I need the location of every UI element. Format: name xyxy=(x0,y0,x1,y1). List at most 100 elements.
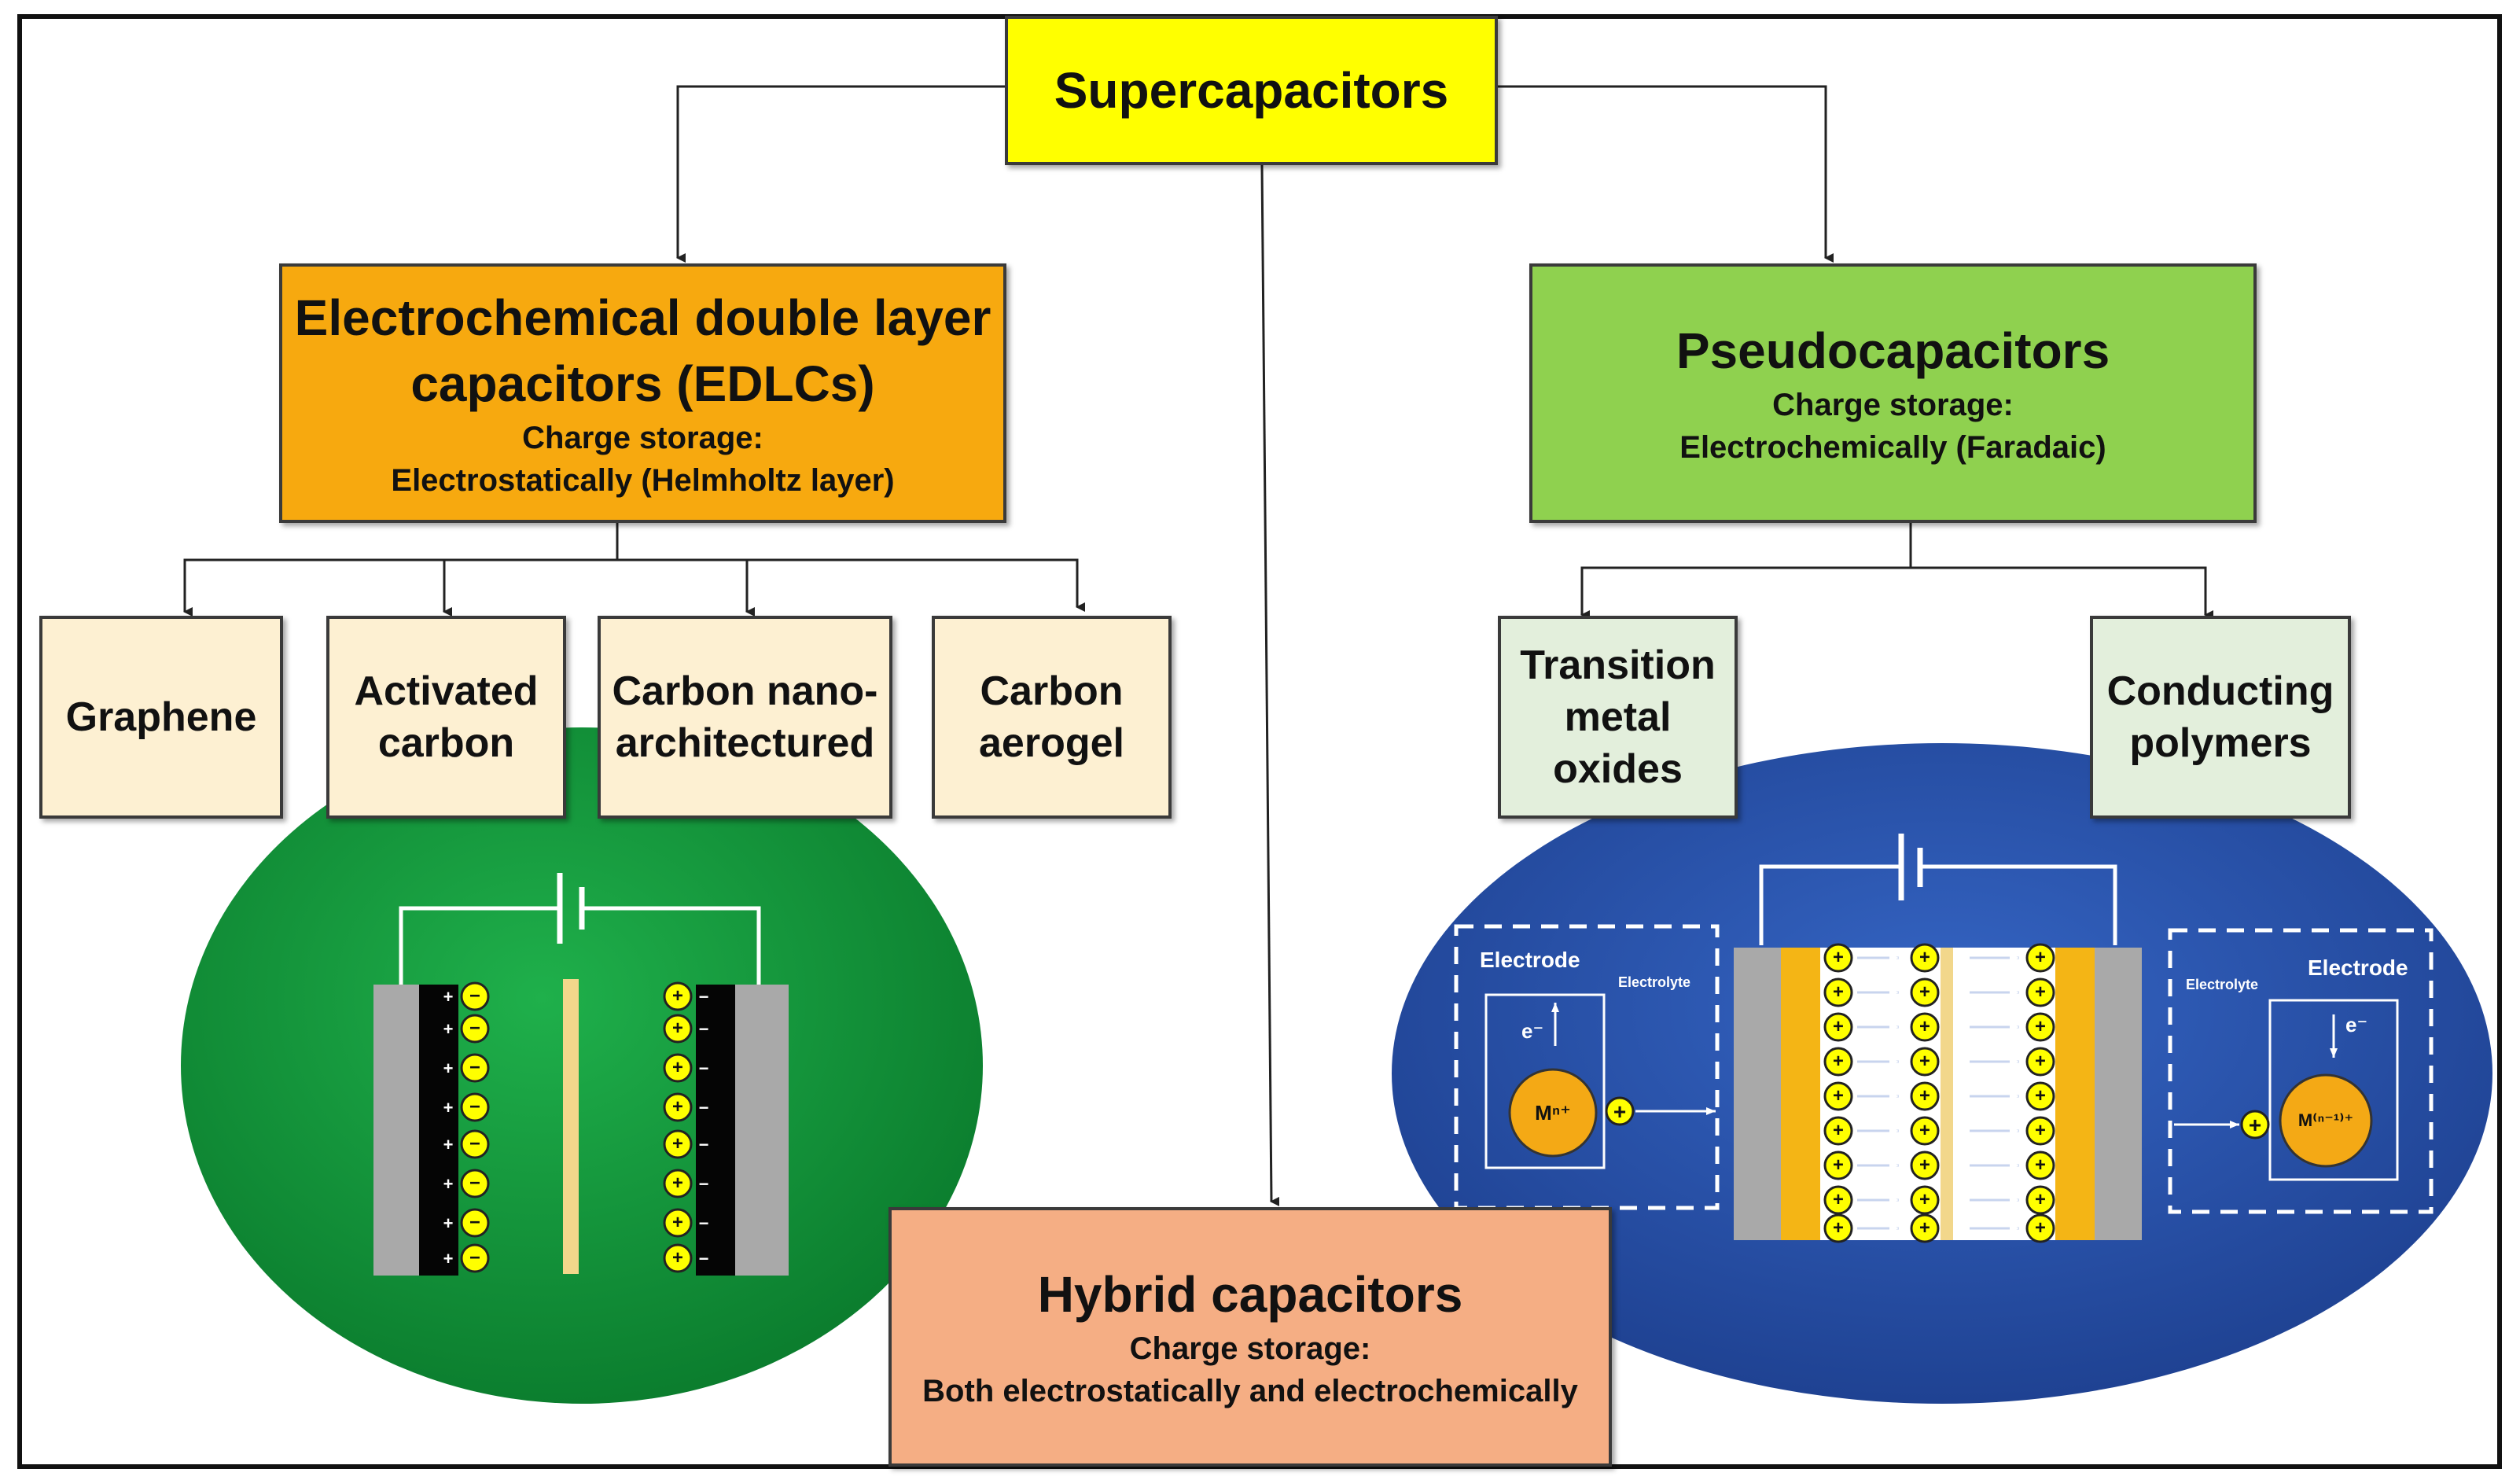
material-label: Carbon nano- xyxy=(612,668,878,714)
electrode-minus-sign: − xyxy=(699,1135,709,1154)
cation: + xyxy=(1823,1150,1853,1180)
cation-circle xyxy=(1910,1012,1940,1042)
cation-circle xyxy=(663,1243,693,1273)
cation: + xyxy=(2025,1116,2055,1146)
anion: − xyxy=(460,1092,490,1122)
anion: − xyxy=(460,981,490,1011)
hybrid-title: Hybrid capacitors xyxy=(1037,1266,1463,1323)
cation: + xyxy=(1910,1012,1940,1042)
cation-circle xyxy=(1823,943,1853,973)
cation-circle xyxy=(663,1014,693,1044)
oxide-layer-left xyxy=(1781,948,1820,1240)
cation-circle xyxy=(2025,1081,2055,1111)
adsorbed-ions-left: −−−−−−−− xyxy=(460,981,490,1273)
cation-circle xyxy=(2025,1012,2055,1042)
inset-electrode-box xyxy=(2268,999,2399,1181)
electrode-plus-sign: + xyxy=(443,1019,454,1039)
cation-circle xyxy=(1910,1150,1940,1180)
anion-circle xyxy=(460,1092,490,1122)
supercapacitors-box: Supercapacitors xyxy=(1005,16,1498,165)
cation-sign: + xyxy=(2035,1217,2046,1239)
cation-sign: + xyxy=(1919,1016,1930,1037)
cation-sign: + xyxy=(2035,1016,2046,1037)
current-collector-left xyxy=(373,985,419,1276)
cation: + xyxy=(663,1243,693,1273)
electrode-right xyxy=(696,985,735,1276)
material-carbon-aerogel-box: Carbon aerogel xyxy=(932,616,1172,819)
pseudo-title: Pseudocapacitors xyxy=(1676,322,2110,379)
edlc-title-line1: Electrochemical double layer xyxy=(294,289,991,346)
redox-inset-left: Electrode Electrolyte e⁻ Mⁿ⁺ + xyxy=(1454,924,1720,1210)
cation: + xyxy=(1910,977,1940,1007)
electrode-minus-sign: − xyxy=(699,1249,709,1268)
cation-sign: + xyxy=(1919,981,1930,1003)
current-collector-right xyxy=(735,985,789,1276)
cation-circle xyxy=(1910,1081,1940,1111)
cation-circle xyxy=(1910,1116,1940,1146)
material-label: Transition xyxy=(1520,642,1716,688)
cation-sign: + xyxy=(1613,1099,1626,1124)
cation: + xyxy=(2025,943,2055,973)
cation-column: +++++++++ xyxy=(1910,943,1940,1243)
edlc-storage-label: Charge storage: xyxy=(522,421,763,455)
anion: − xyxy=(460,1053,490,1083)
pseudo-storage-desc: Electrochemically (Faradaic) xyxy=(1679,430,2106,465)
edlc-wire xyxy=(399,906,560,985)
anion: − xyxy=(460,1014,490,1044)
cation-circle xyxy=(1823,1081,1853,1111)
material-label: Activated xyxy=(354,668,539,714)
edlc-storage-desc: Electrostatically (Helmholtz layer) xyxy=(391,463,895,498)
cation-circle xyxy=(1910,1213,1940,1243)
anion-sign: − xyxy=(469,1133,480,1154)
cation xyxy=(2240,1110,2270,1139)
material-label: Conducting xyxy=(2106,668,2334,714)
cation-circle xyxy=(1823,1185,1853,1215)
electrode-minus-sign: − xyxy=(699,1174,709,1194)
electrode-plus-sign: + xyxy=(443,1249,454,1268)
pseudo-storage-label: Charge storage: xyxy=(1772,388,2014,422)
connector-lines xyxy=(183,85,2213,1206)
cation-sign: + xyxy=(1833,1154,1844,1176)
electrode-charges-right: −−−−−−−− xyxy=(699,987,709,1268)
cation: + xyxy=(1910,1081,1940,1111)
cation: + xyxy=(2025,1150,2055,1180)
adsorbed-ions-right: ++++++++ xyxy=(663,981,693,1273)
cation-sign: + xyxy=(1833,947,1844,968)
material-transition-metal-oxides-box: Transition metal oxides xyxy=(1498,616,1738,819)
cation: + xyxy=(1823,1185,1853,1215)
cation-sign: + xyxy=(672,1212,683,1233)
cation: + xyxy=(663,1129,693,1159)
cation-sign: + xyxy=(2035,1051,2046,1072)
edlc-wire xyxy=(582,906,761,985)
anion-circle xyxy=(460,1243,490,1273)
hybrid-capacitors-box: Hybrid capacitors Charge storage: Both e… xyxy=(888,1207,1612,1467)
anion: − xyxy=(460,1169,490,1198)
cation-sign: + xyxy=(1833,1217,1844,1239)
material-graphene-box: Graphene xyxy=(39,616,283,819)
cation-circle xyxy=(1823,1116,1853,1146)
cation: + xyxy=(1823,1047,1853,1077)
cation-sign: + xyxy=(1833,1016,1844,1037)
electrode-plus-sign: + xyxy=(443,1213,454,1233)
pseudocapacitors-box: Pseudocapacitors Charge storage: Electro… xyxy=(1529,263,2257,523)
cation: + xyxy=(2025,1081,2055,1111)
material-carbon-nano-box: Carbon nano- architectured xyxy=(598,616,892,819)
cation xyxy=(1605,1096,1635,1126)
cation-circle xyxy=(663,1129,693,1159)
cation-sign: + xyxy=(2035,947,2046,968)
material-label: aerogel xyxy=(979,720,1124,766)
anion-sign: − xyxy=(469,1096,480,1117)
electrode-charges-left: ++++++++ xyxy=(443,987,454,1268)
cation: + xyxy=(2025,1012,2055,1042)
inset-electrode-box xyxy=(1484,993,1606,1169)
electrode-plus-sign: + xyxy=(443,1058,454,1078)
cation-column: +++++++++ xyxy=(1823,943,1853,1243)
cation-circle xyxy=(2025,1213,2055,1243)
cation-sign: + xyxy=(2035,1085,2046,1106)
anion-circle xyxy=(460,1129,490,1159)
cation-sign: + xyxy=(672,1057,683,1078)
electrode-plus-sign: + xyxy=(443,1135,454,1154)
edlc-illustration-ellipse xyxy=(181,727,983,1404)
cation: + xyxy=(2025,1185,2055,1215)
